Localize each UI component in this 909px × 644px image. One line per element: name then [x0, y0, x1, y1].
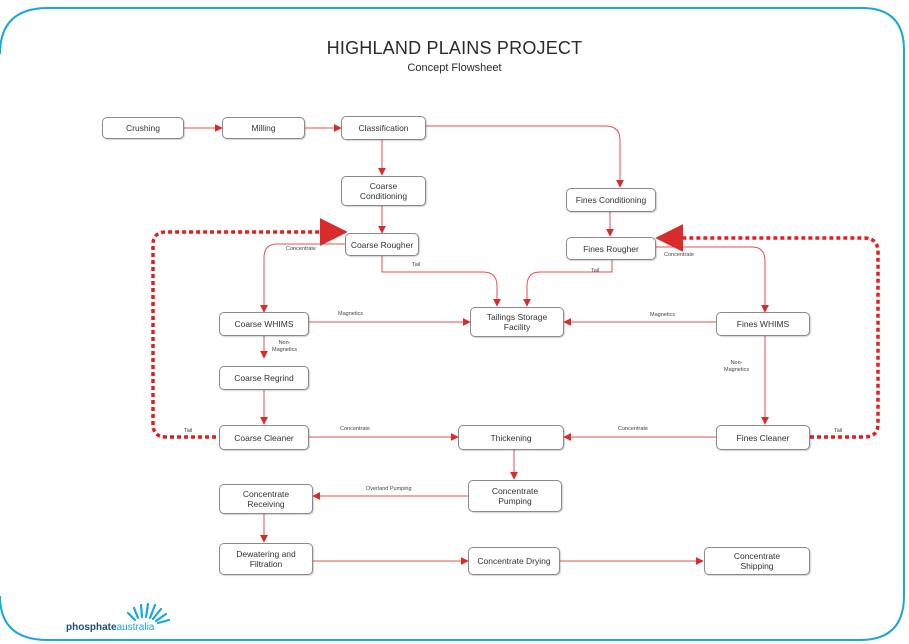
edge-classification-fines-conditioning	[426, 125, 624, 188]
diagram-subtitle: Concept Flowsheet	[407, 62, 502, 74]
edge-label-coarse-rougher-concentrate: Concentrate	[286, 246, 316, 252]
edge-label-fines-cleaner-tail: Tail	[834, 428, 843, 434]
node-thickening[interactable]: Thickening	[458, 425, 564, 450]
diagram-title: HIGHLAND PLAINS PROJECT	[326, 38, 583, 58]
node-fines-cleaner[interactable]: Fines Cleaner	[716, 425, 810, 450]
recycle-fines-cleaner-to-rougher	[655, 224, 880, 439]
node-coarse-cleaner[interactable]: Coarse Cleaner	[219, 425, 309, 450]
node-coarse-conditioning[interactable]: Coarse Conditioning	[341, 176, 426, 206]
node-milling[interactable]: Milling	[222, 117, 305, 139]
node-concentrate-drying[interactable]: Concentrate Drying	[468, 547, 560, 575]
node-fines-conditioning[interactable]: Fines Conditioning	[566, 188, 656, 212]
edge-label-fines-whims-magnetics: Magnetics	[650, 312, 676, 318]
edge-coarse-rougher-whims	[260, 243, 346, 313]
node-concentrate-pumping[interactable]: Concentrate Pumping	[468, 480, 562, 512]
edge-fines-rougher-tail	[523, 260, 613, 307]
node-concentrate-shipping[interactable]: Concentrate Shipping	[704, 547, 810, 575]
node-coarse-regrind[interactable]: Coarse Regrind	[219, 366, 309, 390]
edge-label-coarse-rougher-tail: Tail	[412, 262, 421, 268]
edge-label-coarse-cleaner-tail: Tail	[184, 428, 193, 434]
edge-label-fines-cleaner-concentrate: Concentrate	[618, 426, 648, 432]
edge-fines-rougher-whims	[656, 246, 769, 313]
node-classification[interactable]: Classification	[341, 116, 426, 140]
node-fines-rougher[interactable]: Fines Rougher	[566, 237, 656, 260]
edge-label-fines-whims-non-magnetics: Non- Magnetics	[724, 360, 750, 373]
edge-label-overland-pumping: Overland Pumping	[366, 486, 412, 492]
node-tailings-storage-facility[interactable]: Tailings Storage Facility	[470, 307, 564, 337]
node-coarse-rougher[interactable]: Coarse Rougher	[345, 233, 419, 256]
node-fines-whims[interactable]: Fines WHIMS	[716, 312, 810, 336]
node-concentrate-receiving[interactable]: Concentrate Receiving	[219, 484, 313, 514]
edge-label-fines-rougher-concentrate: Concentrate	[664, 252, 694, 258]
node-dewatering-filtration[interactable]: Dewatering and Filtration	[219, 543, 313, 575]
edge-label-coarse-cleaner-concentrate: Concentrate	[340, 426, 370, 432]
node-crushing[interactable]: Crushing	[102, 117, 184, 139]
logo-word-australia: australia	[116, 622, 155, 633]
node-coarse-whims[interactable]: Coarse WHIMS	[219, 312, 309, 336]
edge-label-fines-rougher-tail: Tail	[591, 268, 600, 274]
logo-word-phosphate: phosphate	[66, 622, 117, 633]
edge-label-coarse-whims-non-magnetics: Non- Magnetics	[272, 340, 298, 353]
company-logo: phosphateaustralia	[66, 622, 154, 633]
sunburst-logo-icon	[126, 602, 171, 625]
edge-label-coarse-whims-magnetics: Magnetics	[338, 311, 364, 317]
edge-coarse-rougher-tail	[381, 256, 501, 307]
